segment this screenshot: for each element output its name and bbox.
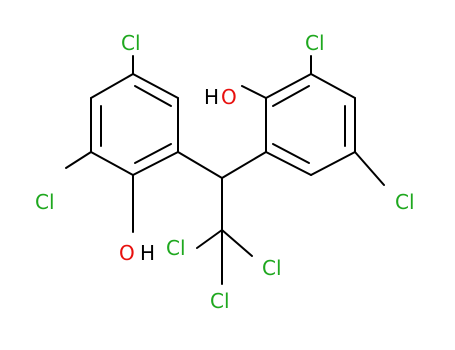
bond	[265, 151, 312, 176]
bond	[272, 143, 310, 164]
bond	[177, 151, 223, 179]
hydrogen-atom: H	[140, 241, 155, 265]
chlorine-atom: Cl	[305, 31, 325, 55]
bond	[132, 73, 179, 99]
bond	[221, 229, 253, 257]
bond	[241, 85, 267, 99]
chlorine-atom: Cl	[121, 31, 141, 55]
bond	[196, 229, 223, 249]
hydrogen-atom: H	[204, 85, 219, 109]
atom-labels: Cl Cl O H H O Cl Cl Cl Cl Cl	[35, 31, 415, 313]
bond	[265, 73, 312, 99]
bond	[272, 85, 310, 107]
bond	[221, 151, 267, 179]
bond	[310, 151, 356, 176]
bonds	[65, 55, 385, 285]
bond	[90, 151, 134, 176]
bond	[354, 151, 385, 186]
bond	[90, 73, 134, 99]
chlorine-atom: Cl	[395, 190, 415, 214]
bond	[134, 143, 172, 164]
chlorine-atom: Cl	[210, 289, 230, 313]
bond	[134, 85, 172, 107]
chlorine-atom: Cl	[262, 256, 282, 280]
bond	[65, 151, 92, 169]
bond	[310, 73, 356, 99]
bond	[132, 151, 179, 176]
chlorine-atom: Cl	[166, 236, 186, 260]
oxygen-atom: O	[119, 241, 135, 265]
oxygen-atom: O	[221, 85, 237, 109]
chlorine-atom: Cl	[35, 190, 55, 214]
